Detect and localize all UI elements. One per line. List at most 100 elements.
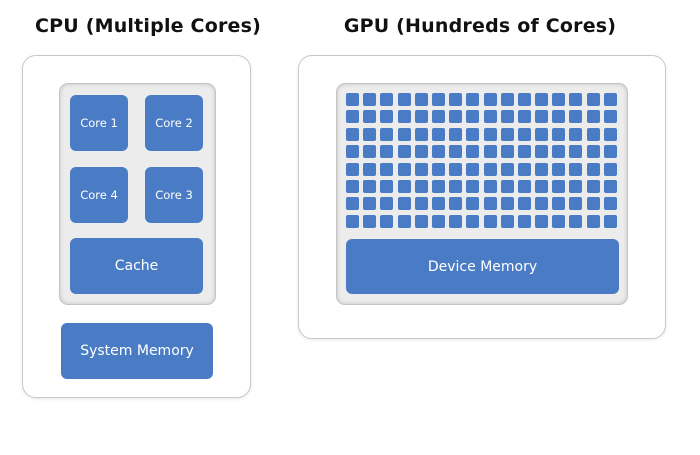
- gpu-core: [414, 179, 428, 193]
- gpu-core: [500, 162, 514, 176]
- gpu-core: [500, 197, 514, 211]
- gpu-core: [346, 179, 359, 193]
- cpu-title: CPU (Multiple Cores): [35, 15, 261, 37]
- gpu-core: [535, 179, 549, 193]
- gpu-core: [517, 145, 531, 159]
- gpu-core: [397, 162, 411, 176]
- gpu-core: [603, 162, 617, 176]
- gpu-core: [552, 179, 566, 193]
- gpu-core: [363, 179, 377, 193]
- gpu-core: [586, 110, 600, 124]
- gpu-core: [517, 197, 531, 211]
- gpu-core: [483, 145, 497, 159]
- gpu-core: [466, 179, 480, 193]
- gpu-core: [449, 127, 463, 141]
- gpu-core: [380, 93, 394, 106]
- gpu-core: [431, 179, 445, 193]
- gpu-core: [431, 93, 445, 106]
- gpu-core: [380, 110, 394, 124]
- gpu-core: [397, 127, 411, 141]
- gpu-core: [569, 179, 583, 193]
- gpu-core: [603, 197, 617, 211]
- gpu-core: [414, 162, 428, 176]
- gpu-core: [414, 93, 428, 106]
- gpu-core: [414, 110, 428, 124]
- gpu-core: [586, 127, 600, 141]
- gpu-core: [535, 162, 549, 176]
- gpu-core: [500, 145, 514, 159]
- gpu-core: [346, 214, 359, 228]
- gpu-core: [431, 214, 445, 228]
- gpu-core-grid: [346, 93, 617, 228]
- gpu-core: [500, 93, 514, 106]
- gpu-core: [397, 197, 411, 211]
- gpu-core: [414, 214, 428, 228]
- gpu-core: [586, 93, 600, 106]
- gpu-core: [569, 93, 583, 106]
- gpu-core: [449, 197, 463, 211]
- gpu-core: [466, 93, 480, 106]
- gpu-core: [363, 214, 377, 228]
- gpu-core: [414, 197, 428, 211]
- gpu-core: [414, 145, 428, 159]
- gpu-core: [517, 127, 531, 141]
- gpu-core: [431, 162, 445, 176]
- gpu-core: [483, 214, 497, 228]
- gpu-core: [466, 197, 480, 211]
- gpu-core: [397, 179, 411, 193]
- gpu-core: [535, 214, 549, 228]
- system-memory: System Memory: [61, 323, 213, 379]
- gpu-core: [363, 197, 377, 211]
- gpu-core: [603, 145, 617, 159]
- gpu-core: [483, 197, 497, 211]
- gpu-core: [449, 110, 463, 124]
- gpu-core: [586, 145, 600, 159]
- gpu-core: [535, 93, 549, 106]
- gpu-core: [569, 110, 583, 124]
- gpu-core: [603, 110, 617, 124]
- cpu-cache: Cache: [70, 238, 203, 294]
- device-memory: Device Memory: [346, 239, 619, 294]
- gpu-core: [517, 93, 531, 106]
- gpu-core: [363, 145, 377, 159]
- gpu-core: [569, 145, 583, 159]
- gpu-core: [569, 197, 583, 211]
- gpu-title: GPU (Hundreds of Cores): [343, 15, 617, 37]
- gpu-core: [363, 110, 377, 124]
- gpu-core: [363, 162, 377, 176]
- gpu-core: [397, 214, 411, 228]
- gpu-core: [466, 145, 480, 159]
- gpu-core: [500, 179, 514, 193]
- gpu-core: [346, 145, 359, 159]
- gpu-core: [397, 145, 411, 159]
- gpu-core: [500, 127, 514, 141]
- gpu-core: [552, 197, 566, 211]
- gpu-core: [552, 162, 566, 176]
- gpu-core: [552, 110, 566, 124]
- gpu-core: [517, 162, 531, 176]
- gpu-core: [380, 197, 394, 211]
- gpu-core: [603, 93, 617, 106]
- gpu-core: [603, 127, 617, 141]
- gpu-core: [517, 110, 531, 124]
- gpu-core: [466, 110, 480, 124]
- cpu-core-2: Core 2: [145, 95, 203, 151]
- gpu-core: [483, 127, 497, 141]
- gpu-core: [380, 179, 394, 193]
- gpu-core: [517, 179, 531, 193]
- gpu-core: [363, 127, 377, 141]
- gpu-core: [483, 179, 497, 193]
- gpu-core: [397, 93, 411, 106]
- cpu-core-3: Core 3: [145, 167, 203, 223]
- gpu-core: [535, 197, 549, 211]
- gpu-core: [483, 93, 497, 106]
- gpu-core: [586, 197, 600, 211]
- gpu-core: [431, 145, 445, 159]
- gpu-core: [569, 127, 583, 141]
- gpu-core: [414, 127, 428, 141]
- gpu-core: [500, 214, 514, 228]
- gpu-core: [449, 214, 463, 228]
- gpu-core: [380, 214, 394, 228]
- gpu-core: [449, 162, 463, 176]
- gpu-core: [431, 197, 445, 211]
